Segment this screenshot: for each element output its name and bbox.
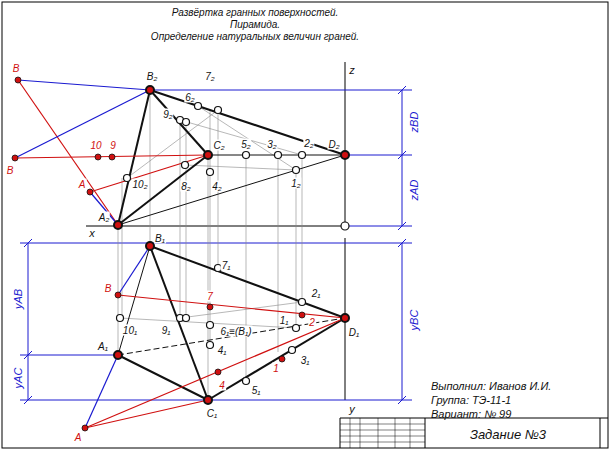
dimension-label: yAB (13, 288, 24, 310)
point-label: A₂ (98, 212, 110, 223)
author-note: Вариант: № 99 (430, 409, 512, 420)
point-label: 4₂ (211, 181, 222, 192)
axis-label: x (88, 228, 96, 239)
sheet-title: Задание №3 (469, 429, 547, 440)
point-label: 1 (272, 363, 280, 374)
author-note: Группа: ТЭ-11-1 (430, 395, 512, 406)
dimension-label: yBC (409, 309, 420, 332)
point-label: 10₂ (132, 179, 149, 190)
point-label: 8₂ (180, 181, 191, 192)
point-label: 10₁ (122, 325, 138, 336)
point-label: 3₁ (300, 355, 311, 366)
point-label: C₁ (206, 408, 218, 419)
point-label: 2₂ (303, 138, 314, 149)
point-label: D₁ (348, 327, 360, 338)
point-label: 6₂ (184, 92, 195, 103)
point-label: B₂ (146, 71, 158, 82)
title-line: Пирамида. (229, 19, 281, 30)
point-label: 1₂ (290, 178, 301, 189)
point-label: 2 (308, 317, 316, 328)
point-label: A (74, 432, 83, 443)
point-label: 3₂ (266, 139, 277, 150)
point-label: 5₁ (251, 385, 262, 396)
dimension-label: zBD (409, 111, 420, 134)
point-label: B (104, 283, 113, 294)
point-label: 9 (109, 140, 117, 151)
dimension-label: yAC (13, 367, 24, 390)
author-note: Выполнил: Иванов И.И. (430, 381, 552, 392)
point-label: 6₁≡(B₁) (219, 326, 252, 337)
point-label: A (78, 179, 87, 190)
point-label: 4₁ (217, 345, 228, 356)
point-label: 7₁ (221, 260, 232, 271)
dimension-label: zAD (409, 179, 420, 202)
title-line: Определение натуральных величин граней. (150, 31, 360, 42)
title-line: Развёртка гранных поверхностей. (171, 7, 340, 18)
point-label: B (12, 63, 21, 74)
point-label: 2₁ (311, 288, 322, 299)
axis-label: z (348, 65, 356, 76)
point-label: 9₁ (161, 325, 172, 336)
point-label: 9₂ (162, 109, 173, 120)
point-label: 7 (206, 291, 214, 302)
point-label: 4 (218, 380, 226, 391)
point-label: B (6, 165, 15, 176)
point-label: D₂ (327, 139, 340, 150)
point-label: 1₁ (279, 315, 290, 326)
point-label: B₁ (154, 233, 166, 244)
point-label: A₁ (97, 341, 109, 352)
point-label: C₂ (212, 140, 225, 151)
axis-label: y (348, 404, 356, 415)
point-label: 5₂ (240, 139, 251, 150)
point-label: 10 (89, 140, 102, 151)
point-label: 7₂ (204, 71, 215, 82)
